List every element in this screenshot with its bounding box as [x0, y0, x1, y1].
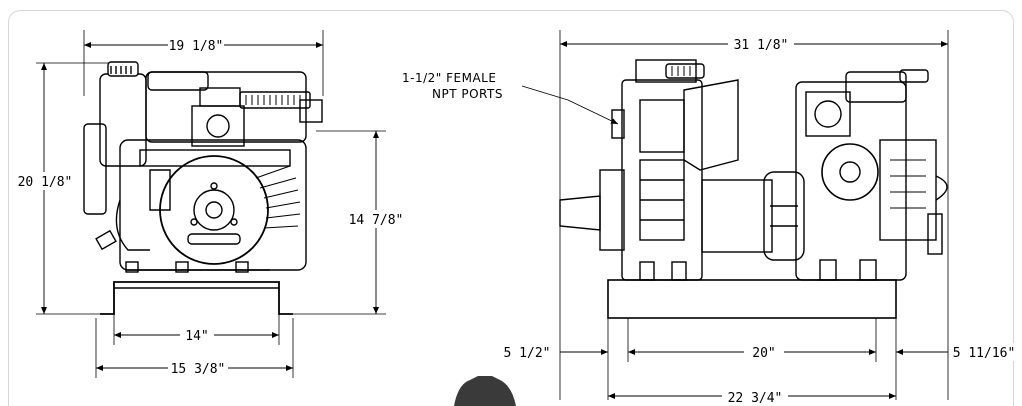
dim-height-to-top: 14 7/8": [349, 213, 404, 228]
dim-base-length: 22 3/4": [728, 391, 783, 406]
left-end-view: [36, 30, 386, 378]
dim-mount-spacing: 20": [752, 346, 775, 361]
dim-right-offset: 5 11/16": [953, 346, 1016, 361]
dim-overall-width: 19 1/8": [169, 39, 224, 54]
drawing-frame: [8, 10, 1014, 406]
dim-left-offset: 5 1/2": [504, 346, 551, 361]
right-side-view: [559, 30, 949, 400]
dim-base-inner: 14": [185, 329, 208, 344]
dim-overall-height: 20 1/8": [18, 175, 73, 190]
dim-base-outer: 15 3/8": [171, 362, 226, 377]
port-label-line1: 1-1/2" FEMALE: [402, 71, 496, 85]
port-label-line2: NPT PORTS: [432, 87, 503, 101]
partial-component-image: [454, 376, 516, 406]
dim-overall-length: 31 1/8": [734, 38, 789, 53]
